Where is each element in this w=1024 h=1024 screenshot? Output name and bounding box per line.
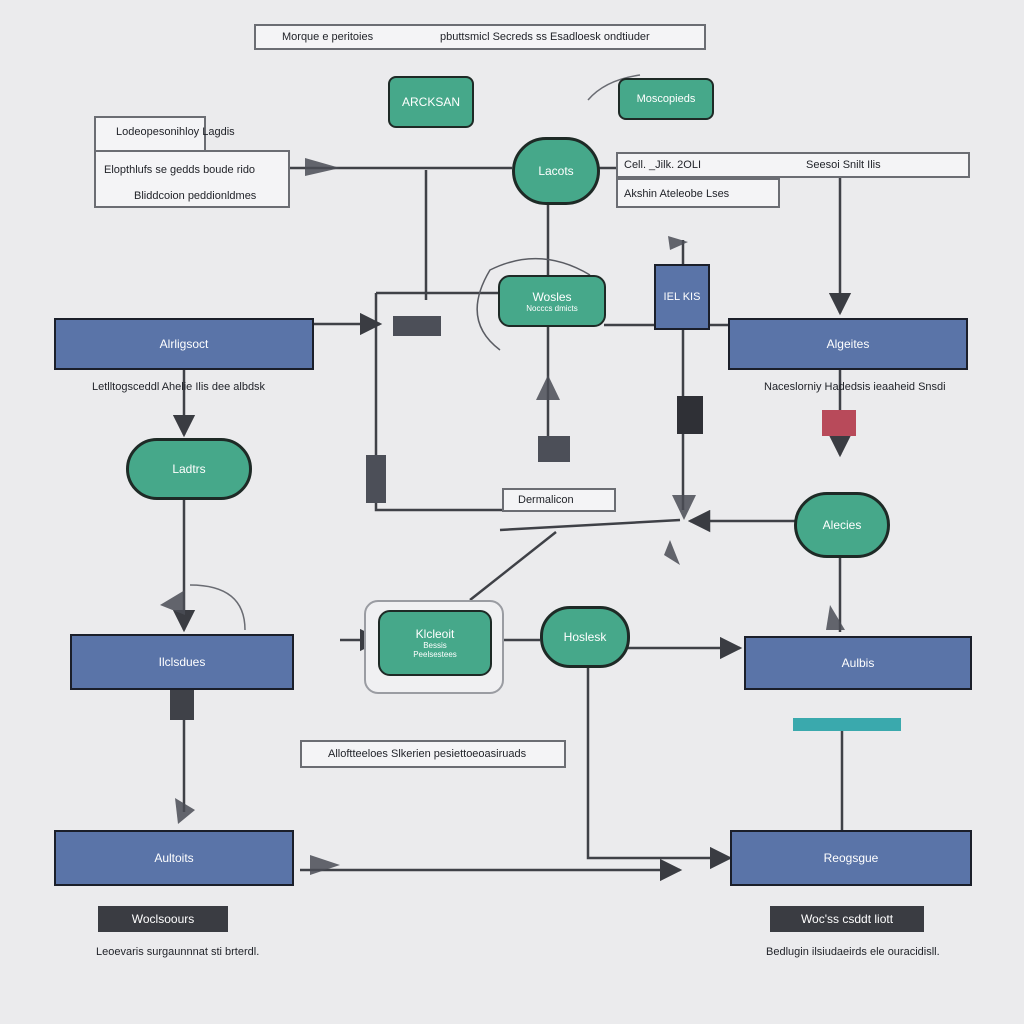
node-center-group-sub1: Bessis (423, 641, 447, 650)
node-center-group-sub2: Peelsestees (413, 650, 457, 659)
arrowhead (305, 158, 340, 176)
node-left-big-label: Alrligsoct (159, 337, 209, 351)
device-icon (822, 410, 856, 436)
node-right-big[interactable]: Algeites (728, 318, 968, 370)
node-right-big-caption: Naceslorniy Hadedsis ieaaheid Snsdi (764, 381, 946, 393)
node-right-oval-label: Alecies (822, 518, 862, 532)
header-text-right: pbuttsmicl Secreds ss Esadloesk ondtiude… (440, 31, 650, 43)
node-left-big[interactable]: Alrligsoct (54, 318, 314, 370)
right-panel-line2: Akshin Ateleobe Lses (624, 188, 730, 200)
device-icon (677, 396, 703, 434)
curve (189, 584, 246, 631)
arrowhead (310, 855, 340, 875)
node-center-mid[interactable]: Wosles Nocccs dmicts (498, 275, 606, 327)
node-left-mid-label: Ilclsdues (158, 655, 206, 669)
connector (469, 531, 557, 601)
device-icon (538, 436, 570, 462)
bottom-left-tag: Woclsoours (98, 906, 228, 932)
node-center-top[interactable]: Lacots (512, 137, 600, 205)
arrowhead (536, 375, 560, 400)
node-right-mid-label: Aulbis (841, 656, 875, 670)
small-tag-label: IEL KIS (663, 291, 701, 303)
small-tag[interactable]: IEL KIS (654, 264, 710, 330)
teal-bar (793, 718, 901, 731)
device-icon (170, 688, 194, 720)
arrowhead (160, 590, 185, 615)
node-center-group[interactable]: Klcleoit Bessis Peelsestees (378, 610, 492, 676)
header-bar: Morque e peritoies pbuttsmicl Secreds ss… (254, 24, 706, 50)
left-panel-box: Elopthlufs se gedds boude rido Bliddcoio… (94, 150, 290, 208)
arrowhead (668, 236, 688, 250)
top-button-left[interactable]: ARCKSAN (388, 76, 474, 128)
note-bar-text: Alloftteeloes Slkerien pesiettoeoasiruad… (328, 748, 527, 760)
node-bottom-left[interactable]: Aultoits (54, 830, 294, 886)
node-center-right-oval-label: Hoslesk (563, 630, 607, 644)
left-panel-line1: Elopthlufs se gedds boude rido (104, 164, 256, 176)
arrowhead (826, 605, 845, 630)
node-center-top-label: Lacots (538, 164, 574, 178)
left-panel-line2: Bliddcoion peddionldmes (134, 190, 257, 202)
connector (499, 518, 681, 532)
arrowhead (672, 495, 696, 520)
bottom-left-caption: Leoevaris surgaunnnat sti brterdl. (96, 946, 260, 958)
device-icon (366, 455, 386, 503)
bottom-right-tag-label: Woc'ss csddt liott (800, 912, 894, 926)
arrowhead (175, 798, 195, 824)
node-right-oval[interactable]: Alecies (794, 492, 890, 558)
note-bar: Alloftteeloes Slkerien pesiettoeoasiruad… (300, 740, 566, 768)
mid-label-box: Dermalicon (502, 488, 616, 512)
node-right-mid[interactable]: Aulbis (744, 636, 972, 690)
mid-label: Dermalicon (518, 494, 574, 506)
bottom-left-tag-label: Woclsoours (131, 912, 195, 926)
node-left-oval-label: Ladtrs (172, 462, 206, 476)
curve (587, 74, 641, 101)
node-right-big-label: Algeites (826, 337, 870, 351)
node-center-right-oval[interactable]: Hoslesk (540, 606, 630, 668)
right-panel-row2: Akshin Ateleobe Lses (616, 178, 780, 208)
top-button-right[interactable]: Moscopieds (618, 78, 714, 120)
connector (586, 668, 733, 870)
bottom-right-tag: Woc'ss csddt liott (770, 906, 924, 932)
node-center-group-label: Klcleoit (415, 627, 455, 641)
device-icon (393, 316, 441, 336)
node-center-mid-label: Wosles (532, 289, 572, 304)
curve (476, 257, 591, 351)
bottom-right-caption: Bedlugin ilsiudaeirds ele ouracidisll. (766, 946, 940, 958)
node-left-big-caption: Letlltogsceddl Ahelie Ilis dee albdsk (92, 381, 266, 393)
left-panel-title: Lodeopesonihloy Lagdis (116, 126, 235, 138)
right-panel-row1: Cell. _Jilk. 2OLI Seesoi Snilt Ilis (616, 152, 970, 178)
node-bottom-right-label: Reogsgue (823, 851, 879, 865)
node-bottom-right[interactable]: Reogsgue (730, 830, 972, 886)
right-panel-row1-left: Cell. _Jilk. 2OLI (624, 159, 702, 171)
arrowhead (664, 540, 680, 565)
right-panel-row1-right: Seesoi Snilt Ilis (806, 159, 881, 171)
node-left-oval[interactable]: Ladtrs (126, 438, 252, 500)
node-center-mid-sublabel: Nocccs dmicts (526, 303, 578, 313)
node-bottom-left-label: Aultoits (154, 851, 194, 865)
node-left-mid[interactable]: Ilclsdues (70, 634, 294, 690)
header-text-left: Morque e peritoies (282, 31, 374, 43)
top-button-right-label: Moscopieds (636, 93, 696, 105)
top-button-left-label: ARCKSAN (401, 95, 460, 109)
